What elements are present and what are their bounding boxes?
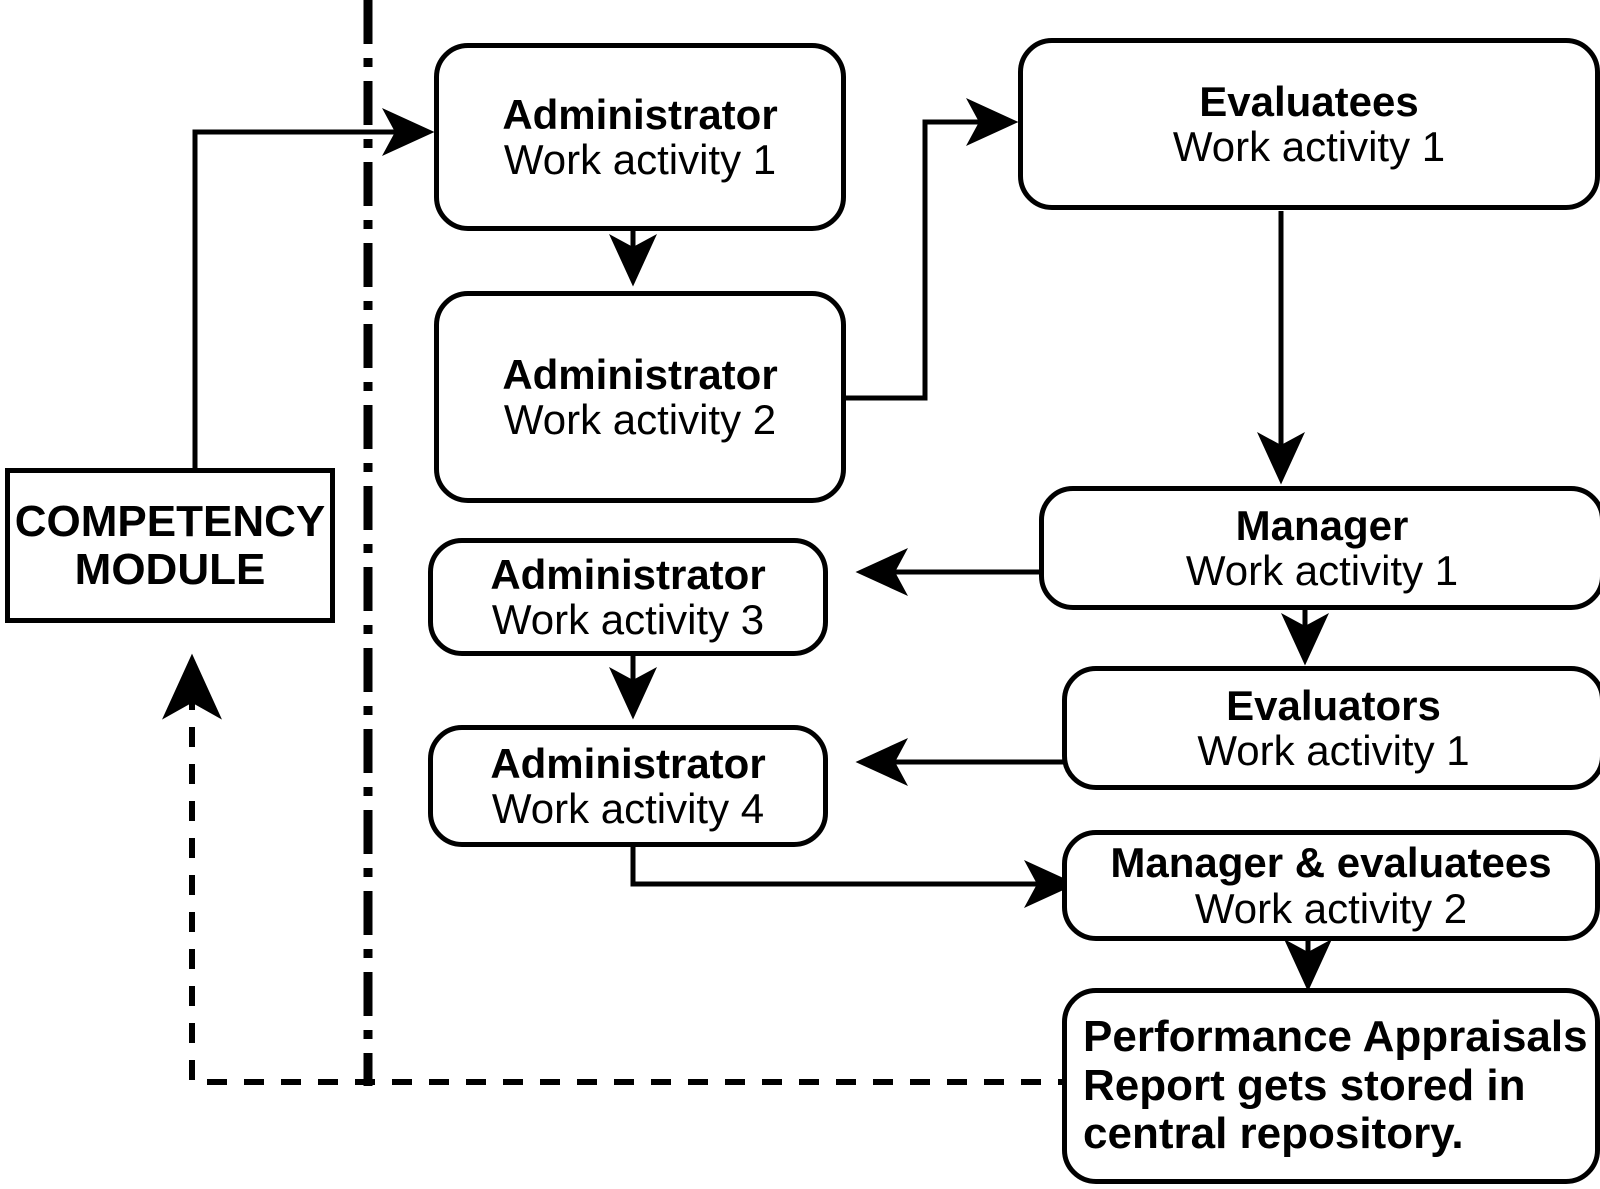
admin-wa3-title: Administrator: [490, 550, 766, 598]
node-performance-appraisals-report[interactable]: Performance Appraisals Report gets store…: [1062, 988, 1600, 1184]
evaluators-wa1-title: Evaluators: [1226, 681, 1441, 729]
performance-report-line-3: central repository.: [1083, 1109, 1464, 1159]
manager-wa1-subtitle: Work activity 1: [1185, 547, 1459, 594]
node-manager-wa1[interactable]: Manager Work activity 1: [1039, 486, 1600, 610]
admin-wa4-subtitle: Work activity 4: [491, 785, 765, 832]
node-evaluatees-wa1[interactable]: Evaluatees Work activity 1: [1018, 38, 1600, 210]
admin-wa2-title: Administrator: [502, 350, 778, 398]
performance-report-line-1: Performance Appraisals: [1083, 1012, 1588, 1062]
manager-evaluatees-wa2-subtitle: Work activity 2: [1194, 884, 1468, 932]
connector-competency-module-to-admin-wa1: [192, 108, 435, 468]
connector-admin-wa4-to-manager-evaluatees-wa2: [630, 846, 1077, 908]
node-evaluators-wa1[interactable]: Evaluators Work activity 1: [1062, 666, 1600, 790]
manager-evaluatees-wa2-title: Manager & evaluatees: [1110, 839, 1552, 887]
evaluatees-wa1-subtitle: Work activity 1: [1172, 123, 1446, 170]
admin-wa2-subtitle: Work activity 2: [503, 396, 777, 443]
manager-wa1-title: Manager: [1235, 501, 1409, 549]
node-competency-module[interactable]: COMPETENCY MODULE: [5, 468, 335, 623]
node-manager-evaluatees-wa2[interactable]: Manager & evaluatees Work activity 2: [1062, 830, 1600, 941]
node-admin-wa2[interactable]: Administrator Work activity 2: [434, 291, 846, 503]
connector-admin-wa2-to-evaluatees-wa1: [845, 98, 1019, 401]
admin-wa4-title: Administrator: [490, 739, 766, 787]
node-admin-wa1[interactable]: Administrator Work activity 1: [434, 43, 846, 231]
admin-wa1-title: Administrator: [502, 90, 778, 138]
connector-report-to-competency-module-feedback: [162, 653, 1078, 1085]
node-admin-wa4[interactable]: Administrator Work activity 4: [428, 725, 828, 847]
competency-module-title-line-1: COMPETENCY: [14, 496, 326, 546]
evaluators-wa1-subtitle: Work activity 1: [1197, 727, 1470, 774]
competency-module-title-line-2: MODULE: [74, 544, 266, 594]
evaluatees-wa1-title: Evaluatees: [1199, 77, 1419, 125]
admin-wa1-subtitle: Work activity 1: [503, 136, 777, 183]
performance-report-line-2: Report gets stored in: [1083, 1060, 1526, 1110]
admin-wa3-subtitle: Work activity 3: [491, 596, 765, 643]
node-admin-wa3[interactable]: Administrator Work activity 3: [428, 538, 828, 656]
